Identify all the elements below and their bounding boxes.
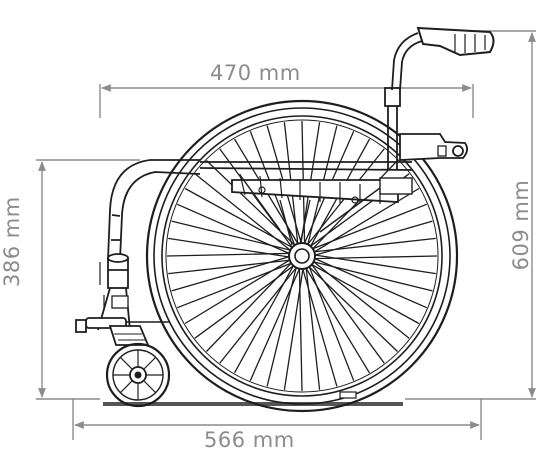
caster-assembly bbox=[105, 325, 171, 408]
seat-strap bbox=[279, 199, 311, 246]
backrest-bracket-knob bbox=[452, 145, 464, 157]
backrest-bracket bbox=[399, 133, 468, 161]
push-handle-tube bbox=[391, 32, 423, 91]
front-frame-side-detail bbox=[99, 262, 105, 310]
wheel-spoke bbox=[308, 265, 355, 381]
front-frame-tube-inner bbox=[119, 171, 201, 261]
caster-tire-outer bbox=[105, 342, 171, 408]
rear-wheel-hub-inner bbox=[294, 248, 310, 264]
wheel-spoke bbox=[313, 254, 436, 275]
wheel-spoke bbox=[313, 257, 427, 309]
rear-wheel bbox=[145, 99, 459, 413]
wheel-spoke bbox=[168, 259, 291, 275]
wheel-spoke bbox=[177, 203, 291, 255]
seat-height-label: 386 mm bbox=[0, 196, 24, 287]
rear-wheel-rim bbox=[165, 119, 439, 393]
caster-spokes bbox=[113, 350, 163, 400]
backrest-lock bbox=[437, 145, 447, 157]
front-frame-tube-outer bbox=[107, 159, 200, 261]
rear-wheel-pushrim bbox=[161, 115, 443, 397]
wheel-spoke bbox=[312, 260, 410, 339]
wheel-spoke bbox=[194, 173, 292, 252]
overall-length-label: 566 mm bbox=[204, 428, 295, 452]
wheel-spoke bbox=[283, 267, 304, 390]
seat-rail-lower bbox=[199, 167, 413, 171]
wheel-spoke bbox=[194, 264, 295, 339]
rear-wheel-valve bbox=[339, 391, 357, 399]
seat-strut-right bbox=[319, 187, 381, 233]
wheel-spoke bbox=[305, 267, 321, 390]
push-handle-grip bbox=[416, 26, 495, 57]
front-frame-lower-clamp bbox=[111, 295, 129, 309]
seat-width-label: 470 mm bbox=[210, 61, 301, 85]
wheel-spoke bbox=[310, 263, 385, 364]
front-frame bbox=[75, 159, 201, 333]
wheel-spoke bbox=[177, 262, 293, 309]
overall-height-label: 609 mm bbox=[509, 179, 533, 271]
front-frame-tube-detail bbox=[111, 214, 121, 241]
backrest-frame bbox=[384, 26, 495, 170]
wheel-spoke bbox=[313, 237, 436, 253]
rear-wheel-tire-outer bbox=[145, 99, 459, 413]
footrest-plate-support bbox=[75, 319, 87, 333]
front-frame-clamp-cap bbox=[107, 253, 129, 263]
backrest-clamp bbox=[384, 87, 401, 107]
seat-strut-left bbox=[239, 174, 281, 231]
seat-sling bbox=[231, 179, 399, 203]
seat-bracket bbox=[379, 177, 413, 195]
wheel-spoke bbox=[219, 266, 298, 364]
caster-axle bbox=[134, 371, 142, 379]
wheel-spoke bbox=[311, 203, 427, 250]
rear-wheel-tire-inner bbox=[153, 107, 451, 405]
seat-cross-bar bbox=[239, 173, 381, 204]
seat-frame bbox=[199, 161, 413, 246]
seat-bolt-2 bbox=[351, 196, 359, 204]
push-handle-grip-ridges bbox=[454, 34, 486, 53]
wheel-spoke bbox=[249, 267, 301, 381]
caster-fork-detail bbox=[114, 333, 146, 341]
wheel-spoke bbox=[168, 237, 291, 258]
caster-fork bbox=[108, 325, 150, 346]
dimension-lines bbox=[36, 30, 536, 440]
seat-bolt-1 bbox=[258, 186, 266, 194]
rear-wheel-spokes bbox=[166, 120, 438, 392]
